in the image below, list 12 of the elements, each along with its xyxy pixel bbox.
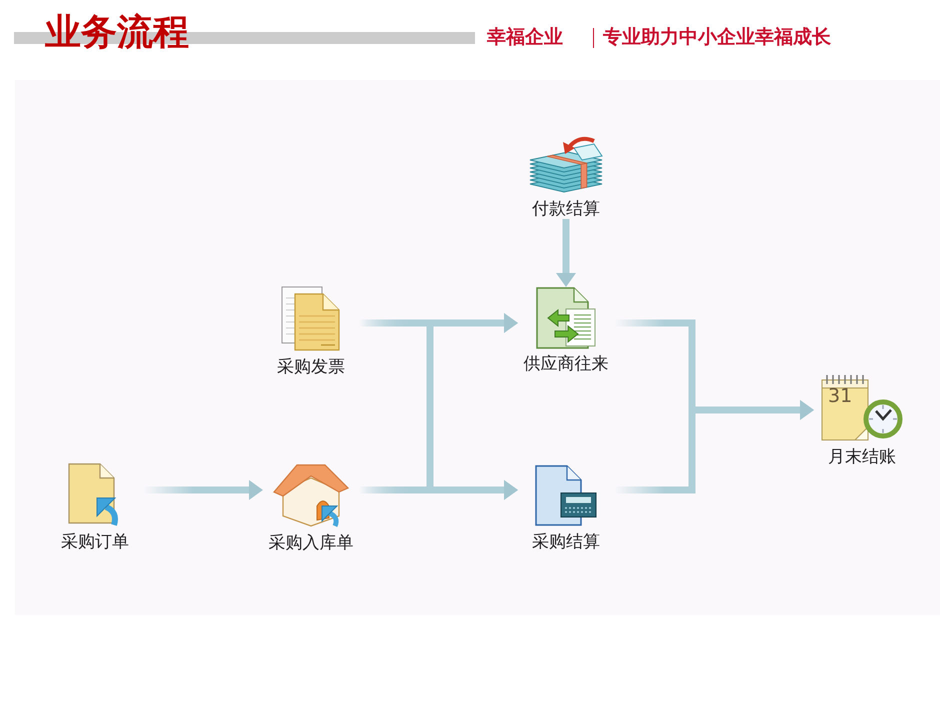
node-label: 采购发票 bbox=[277, 357, 345, 377]
node-label: 供应商往来 bbox=[524, 354, 608, 374]
header-slogan: 专业助力中小企业幸福成长 bbox=[603, 25, 831, 49]
node-label: 采购入库单 bbox=[268, 533, 354, 553]
page-title: 业务流程 bbox=[45, 11, 189, 53]
calendar-date: 31 bbox=[828, 385, 852, 407]
node-label: 采购结算 bbox=[532, 532, 600, 552]
header-tagline: 幸福企业 bbox=[487, 25, 563, 49]
node-label: 月末结账 bbox=[828, 447, 896, 467]
node-label: 采购订单 bbox=[61, 532, 129, 552]
node-label: 付款结算 bbox=[532, 199, 600, 219]
arrow bbox=[556, 219, 576, 287]
